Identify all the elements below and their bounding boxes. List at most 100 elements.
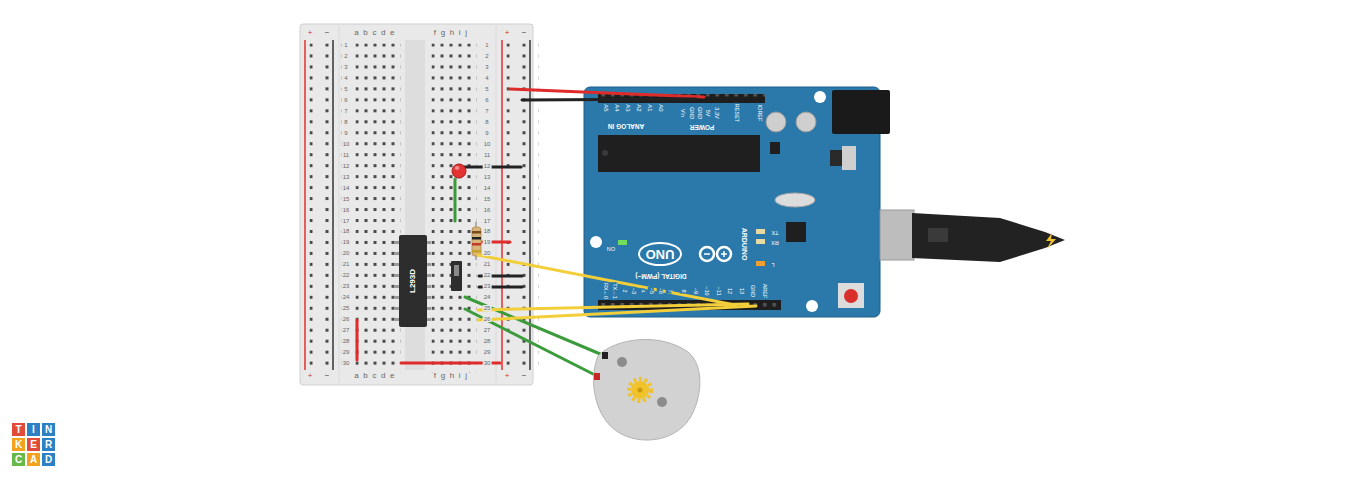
rail-sign: − — [521, 372, 528, 380]
arduino-board: A5A4A3A2A1A0ANALOG INPOWERVinGNDGND5V3.3… — [584, 87, 880, 317]
row-number: 11 — [342, 152, 350, 158]
dc-motor-symbol — [594, 373, 600, 380]
pin-label: Vin — [679, 108, 685, 118]
row-number: 27 — [342, 327, 351, 333]
logo-tile — [27, 438, 40, 451]
pin-label: A1 — [647, 103, 653, 112]
usb-cable — [880, 210, 914, 260]
usb-cable — [912, 213, 1065, 262]
arduino-board-body — [618, 240, 627, 245]
dc-motor-symbol — [602, 352, 608, 359]
arduino-board-body — [832, 90, 890, 134]
row-number: 28 — [342, 338, 351, 344]
pin-label: IOREF — [756, 104, 762, 123]
row-number: 19 — [483, 239, 492, 245]
arduino-board-body — [770, 142, 780, 154]
pin-label: ~11 — [715, 286, 721, 297]
row-number: 2 — [343, 53, 348, 59]
row-number: 5 — [484, 86, 489, 92]
row-number: 19 — [342, 239, 351, 245]
arduino-board-body — [756, 261, 765, 266]
led-label: ON — [606, 245, 616, 251]
row-number: 9 — [343, 130, 348, 136]
resistor-symbol — [472, 227, 481, 256]
logo-letter: T — [14, 425, 22, 435]
driver-chip: L293D — [399, 235, 427, 327]
row-number: 15 — [342, 196, 351, 202]
arduino-board-body — [639, 243, 681, 265]
breadboard-body — [501, 40, 503, 370]
dc-motor-symbol — [594, 340, 700, 441]
slide-switch-symbol — [454, 265, 459, 276]
arduino-board-body — [796, 112, 816, 132]
pin-label: RX←0 — [602, 282, 608, 300]
pin-label: TX→1 — [611, 282, 617, 300]
row-number: 6 — [343, 97, 348, 103]
header-label: DIGITAL (PWM~) — [634, 273, 687, 280]
row-number: 27 — [483, 327, 492, 333]
led-label: L — [770, 261, 775, 267]
led-symbol — [452, 164, 466, 178]
row-number: 16 — [342, 207, 351, 213]
column-letters: a b c d e — [353, 29, 397, 37]
logo-letter: R — [44, 440, 53, 450]
row-number: 22 — [342, 272, 351, 278]
logo-tile — [27, 453, 40, 466]
row-number: 29 — [483, 349, 492, 355]
row-number: 23 — [342, 283, 351, 289]
row-number: 11 — [483, 152, 491, 158]
dc-motor-symbol — [617, 357, 627, 367]
usb-cable — [880, 210, 1065, 262]
chip-label: L293D — [409, 268, 417, 294]
logo-tile — [42, 453, 55, 466]
breadboard-holes — [310, 44, 342, 373]
breadboard-body — [304, 40, 306, 370]
breadboard-jumper-wire — [357, 167, 522, 363]
arduino-board-body — [814, 91, 826, 103]
pin-label: GND — [749, 284, 755, 298]
arduino-board-body — [806, 300, 818, 312]
row-number: 1 — [484, 42, 489, 48]
logo-letter: A — [29, 455, 38, 465]
pin-label: 2 — [621, 288, 627, 293]
column-letters: f g h i j — [433, 29, 469, 37]
row-number: 2 — [484, 53, 489, 59]
logo-tile — [27, 423, 40, 436]
row-number: 6 — [484, 97, 489, 103]
pin-label: ~10 — [703, 285, 709, 296]
led-symbol — [452, 164, 466, 180]
row-number: 20 — [483, 250, 492, 256]
pin-label: 5V — [704, 109, 710, 118]
row-number: 23 — [483, 283, 492, 289]
row-number: 25 — [342, 305, 351, 311]
arduino-board-body — [704, 253, 710, 255]
logo-tile — [12, 423, 25, 436]
logo-letter: K — [14, 440, 23, 450]
row-number: 30 — [483, 360, 492, 366]
pin-label: ~3 — [630, 287, 636, 295]
arduino-board-body — [786, 222, 806, 242]
breadboard-body — [300, 24, 533, 385]
slide-switch-symbol — [451, 261, 462, 291]
row-number: 7 — [484, 108, 489, 114]
logo-letter: E — [29, 440, 38, 450]
breadboard-jumper-wire — [464, 166, 521, 169]
pin-label: ~6 — [657, 287, 663, 295]
arduino-board-body — [700, 247, 714, 261]
row-number: 5 — [343, 86, 348, 92]
jumper-wire — [478, 255, 735, 305]
row-number: 21 — [342, 261, 351, 267]
logo-letter: N — [44, 425, 53, 435]
pin-label: 12 — [726, 287, 732, 295]
pin-label: A0 — [658, 103, 664, 112]
arduino-board-body — [602, 150, 608, 156]
breadboard-holes — [310, 44, 539, 373]
pin-label: A5 — [603, 103, 609, 112]
arduino-board-body — [838, 283, 864, 308]
arduino-board-body — [717, 247, 731, 261]
row-number: 8 — [343, 119, 348, 125]
rail-sign: − — [324, 372, 331, 380]
logo-tile — [42, 423, 55, 436]
breadboard: +−a b c d ef g h i j+−123456789101112131… — [300, 24, 533, 385]
